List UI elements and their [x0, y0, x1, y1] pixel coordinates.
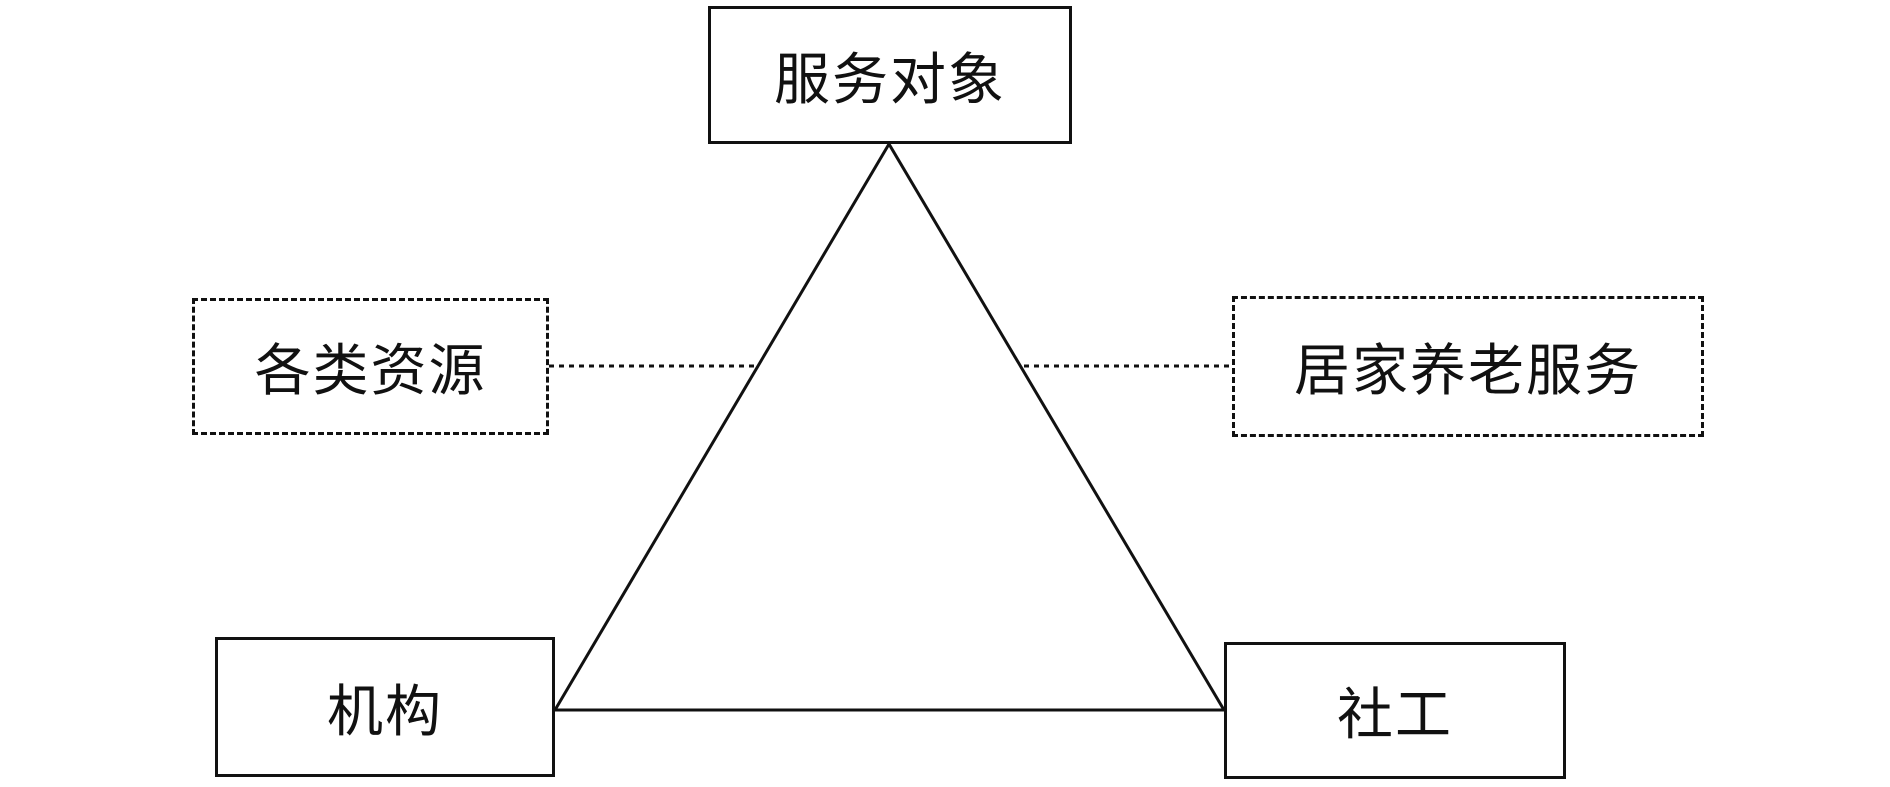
node-label: 各类资源	[254, 339, 487, 404]
node-label: 居家养老服务	[1294, 339, 1642, 404]
node-service-recipients: 服务对象	[708, 6, 1072, 144]
node-label: 服务对象	[774, 47, 1006, 113]
edge-top-to-bottom-right	[887, 143, 1226, 711]
node-label: 机构	[327, 679, 443, 745]
node-label: 社工	[1337, 683, 1453, 748]
edge-top-to-bottom-left	[553, 143, 891, 711]
node-resources: 各类资源	[192, 298, 549, 435]
node-social-worker: 社工	[1224, 642, 1566, 779]
node-institution: 机构	[215, 637, 555, 777]
node-home-elderly-care: 居家养老服务	[1232, 296, 1704, 437]
